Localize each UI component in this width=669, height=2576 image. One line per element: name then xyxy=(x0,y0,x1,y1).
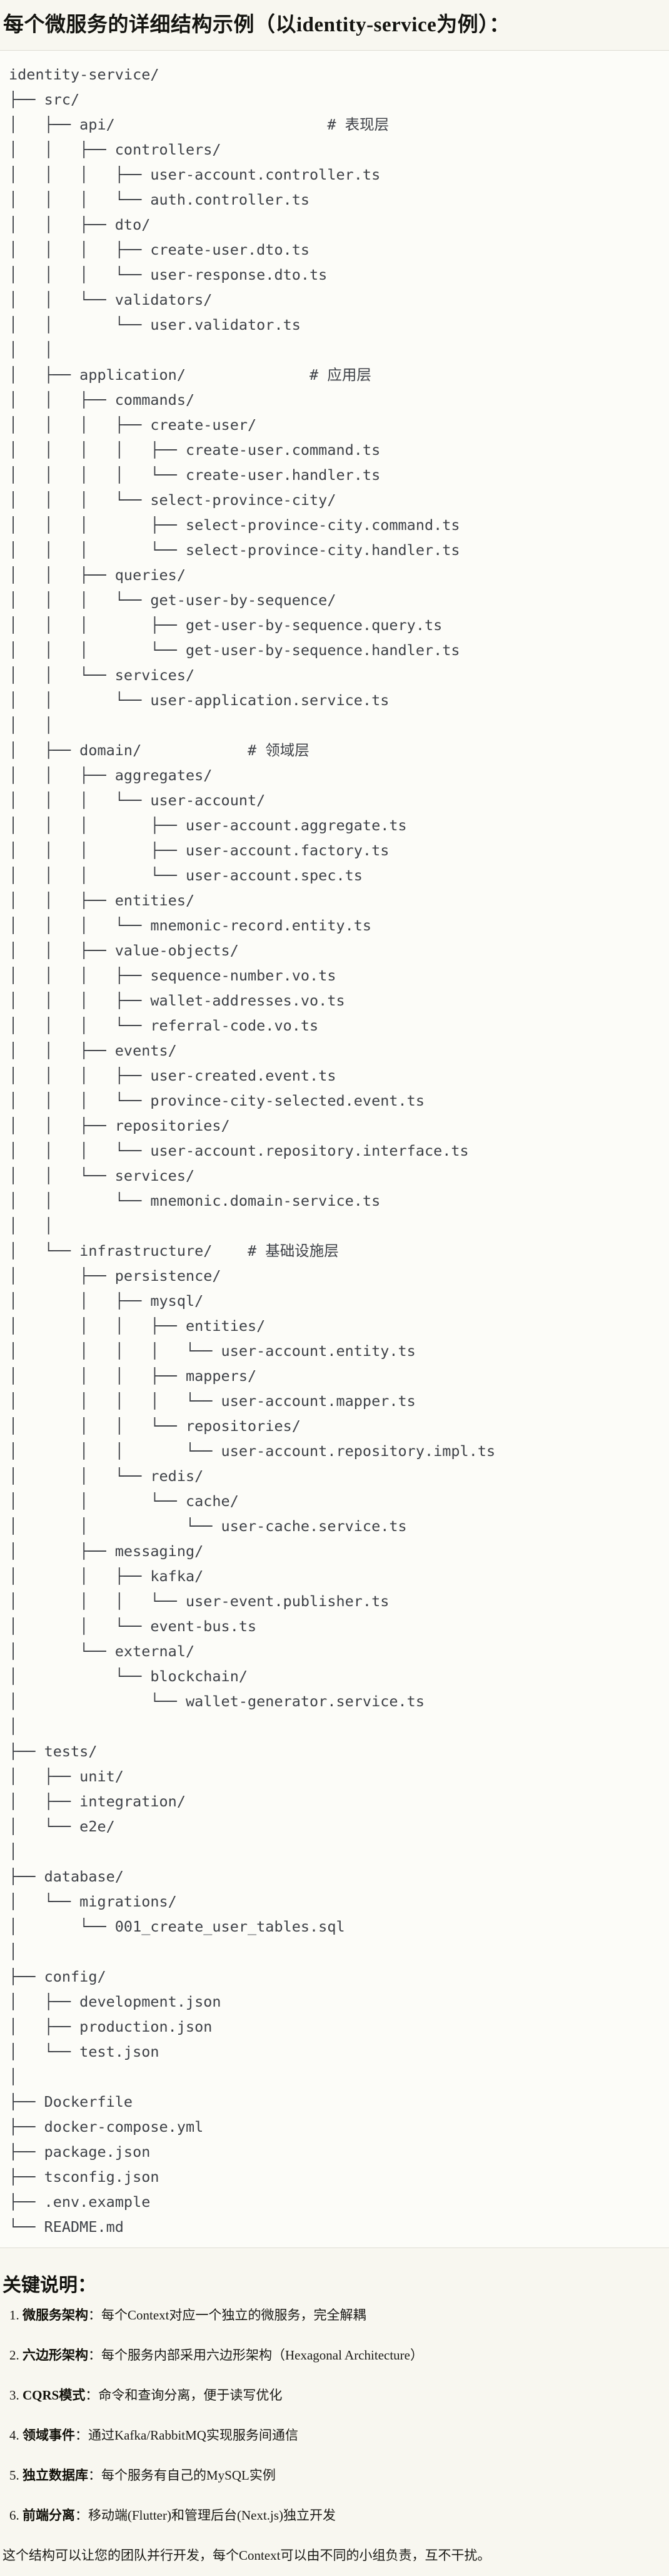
note-item: 前端分离：移动端(Flutter)和管理后台(Next.js)独立开发 xyxy=(23,2506,665,2525)
note-label: 前端分离 xyxy=(23,2508,75,2523)
note-label: 六边形架构 xyxy=(23,2348,88,2363)
note-label: CQRS模式 xyxy=(23,2388,86,2403)
note-text: 通过Kafka/RabbitMQ实现服务间通信 xyxy=(88,2428,298,2443)
note-label: 领域事件 xyxy=(23,2428,75,2443)
note-text: 每个Context对应一个独立的微服务，完全解耦 xyxy=(101,2308,366,2323)
note-item: 领域事件：通过Kafka/RabbitMQ实现服务间通信 xyxy=(23,2426,665,2445)
note-text: 移动端(Flutter)和管理后台(Next.js)独立开发 xyxy=(88,2508,336,2523)
note-item: 六边形架构：每个服务内部采用六边形架构（Hexagonal Architectu… xyxy=(23,2346,665,2365)
note-text: 命令和查询分离，便于读写优化 xyxy=(98,2388,283,2403)
note-text: 每个服务内部采用六边形架构（Hexagonal Architecture） xyxy=(101,2348,423,2363)
note-item: 微服务架构：每个Context对应一个独立的微服务，完全解耦 xyxy=(23,2306,665,2324)
key-notes-section: 关键说明： 微服务架构：每个Context对应一个独立的微服务，完全解耦六边形架… xyxy=(0,2269,669,2576)
note-label: 独立数据库 xyxy=(23,2468,88,2483)
key-notes-heading: 关键说明： xyxy=(3,2275,96,2296)
file-tree: identity-service/ ├── src/ │ ├── api/ # … xyxy=(9,66,496,2236)
note-label: 微服务架构 xyxy=(23,2308,88,2323)
note-text: 每个服务有自己的MySQL实例 xyxy=(101,2468,276,2483)
note-item: CQRS模式：命令和查询分离，便于读写优化 xyxy=(23,2386,665,2405)
notes-list: 微服务架构：每个Context对应一个独立的微服务，完全解耦六边形架构：每个服务… xyxy=(3,2306,665,2525)
note-item: 独立数据库：每个服务有自己的MySQL实例 xyxy=(23,2466,665,2485)
code-block: identity-service/ ├── src/ │ ├── api/ # … xyxy=(0,50,669,2248)
page-title: 每个微服务的详细结构示例（以identity-service为例）： xyxy=(3,14,510,36)
closing-paragraph: 这个结构可以让您的团队并行开发，每个Context可以由不同的小组负责，互不干扰… xyxy=(3,2548,491,2563)
